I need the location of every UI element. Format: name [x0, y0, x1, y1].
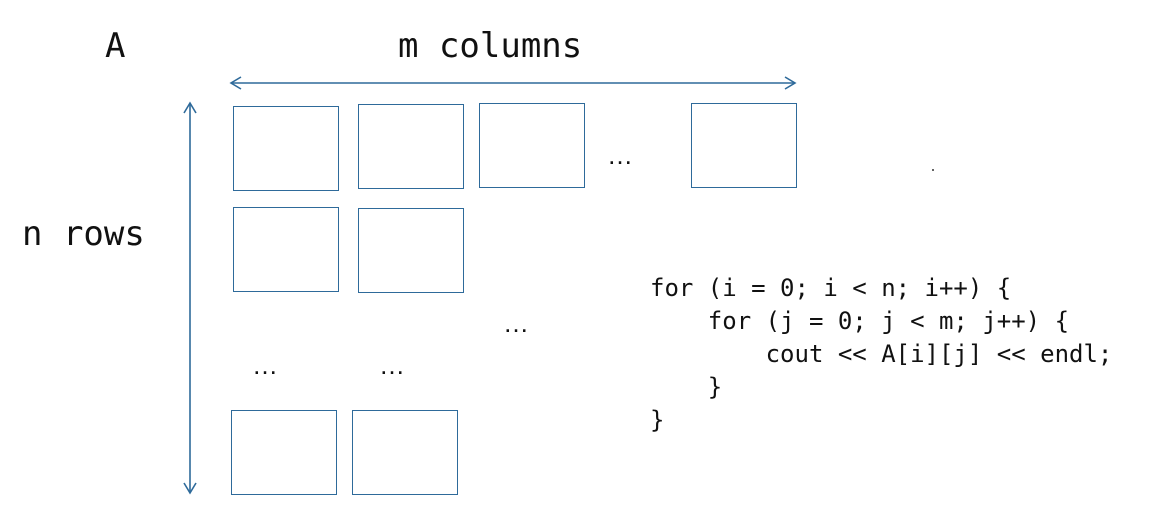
code-line: for (j = 0; j < m; j++) { [650, 307, 1070, 335]
row-ellipsis: … [379, 350, 406, 380]
matrix-cell [352, 410, 458, 495]
matrix-cell [233, 106, 339, 191]
code-line: } [650, 406, 665, 434]
column-ellipsis: … [607, 140, 634, 170]
matrix-name-label: A [105, 26, 126, 66]
matrix-cell [479, 103, 585, 188]
matrix-cell [231, 410, 337, 495]
code-block: for (i = 0; i < n; i++) { for (j = 0; j … [650, 272, 1112, 437]
row-ellipsis: … [252, 350, 279, 380]
code-line: cout << A[i][j] << endl; [650, 340, 1113, 368]
rows-arrow-bottom-head [183, 482, 197, 495]
matrix-cell [233, 207, 339, 292]
code-line: } [650, 373, 723, 401]
rows-arrow-top-head [183, 101, 197, 114]
columns-arrow-left-head [229, 76, 242, 90]
matrix-cell [358, 104, 464, 189]
code-line: for (i = 0; i < n; i++) { [650, 274, 1012, 302]
matrix-cell [358, 208, 464, 293]
diagonal-ellipsis: … [503, 308, 530, 338]
stray-dot [932, 169, 934, 171]
columns-label: m columns [398, 26, 583, 66]
rows-label: n rows [22, 214, 145, 254]
columns-arrow-right-head [784, 76, 797, 90]
matrix-cell [691, 103, 797, 188]
